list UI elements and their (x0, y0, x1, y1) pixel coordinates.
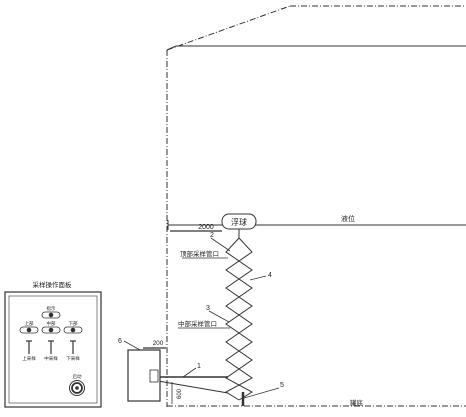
outlet-pipe: 1 (157, 363, 229, 394)
panel-outer-frame (4, 291, 102, 408)
middle-sample-port-label: 中部采样管口 (178, 319, 217, 328)
cabinet-port (149, 369, 159, 383)
anchor-leader (243, 387, 280, 399)
valve-selector-top[interactable]: 上部 (19, 320, 39, 334)
knob-label-bottom: 下采样 (66, 355, 80, 362)
callout-3: 3 (206, 305, 210, 312)
outlet-pipe-line-2 (157, 380, 229, 394)
knob-label-middle: 中采样 (44, 355, 58, 362)
valve-label-top: 上部 (25, 320, 34, 327)
operation-panel: 采样操作面板 指示 上部 中部 下部 (4, 280, 102, 408)
selector-switch-icon (63, 326, 83, 334)
upper-dimension-label: 2000 (198, 224, 214, 231)
float-label: 浮球 (231, 217, 247, 227)
flexible-sample-hose (224, 229, 254, 401)
panel-indicator-label: 指示 (47, 305, 56, 312)
panel-inner-frame (8, 295, 98, 404)
outlet-leader (182, 367, 197, 378)
callout-4: 4 (268, 272, 272, 279)
lower-dimension-label: 200 (153, 340, 164, 347)
sampling-cabinet: 6 200 600 (118, 338, 183, 404)
indicator-lamp-icon (41, 311, 61, 319)
hose-zigzag-b (225, 237, 254, 401)
cabinet-leader (123, 340, 141, 351)
valve-selector-middle[interactable]: 中部 (41, 320, 61, 334)
callout-6: 6 (118, 338, 122, 345)
pump-label: 启动 (73, 373, 82, 380)
middle-port-leader-slant (208, 310, 230, 323)
liquid-level-label: 液位 (341, 214, 355, 223)
top-sample-port-label: 顶部采样管口 (180, 249, 219, 258)
callout-2: 2 (210, 232, 214, 239)
tank-roof-left (166, 5, 291, 51)
callout-5: 5 (280, 382, 284, 389)
hose-zigzag-a (224, 237, 253, 401)
panel-title: 采样操作面板 (33, 280, 73, 289)
sample-knob-middle[interactable]: 中采样 (44, 340, 58, 362)
top-port-leader-slant (210, 237, 231, 252)
valve-label-middle: 中部 (47, 320, 56, 327)
sample-port-labels: 2 顶部采样管口 3 中部采样管口 4 (178, 232, 272, 329)
valve-selector-bottom[interactable]: 下部 (63, 320, 83, 334)
hose-leader (249, 275, 267, 281)
tank-bottom-label: 罐底 (350, 398, 364, 407)
pump-start-button[interactable]: 启动 (69, 373, 85, 396)
selector-switch-icon (41, 326, 61, 334)
knob-label-top: 上采样 (22, 355, 36, 362)
valve-label-bottom: 下部 (69, 320, 78, 327)
selector-switch-icon (19, 326, 39, 334)
rotary-dial-icon (69, 380, 85, 396)
callout-1: 1 (197, 363, 201, 370)
sample-knob-bottom[interactable]: 下采样 (66, 340, 80, 362)
bottom-anchor: 5 罐底 (241, 382, 364, 407)
knob-handle-icon (26, 340, 32, 354)
tank-roof-shoulder (166, 45, 177, 51)
tank-outline (166, 5, 466, 407)
liquid-level-group: 浮球 液位 (167, 213, 466, 230)
upper-dimension: 2000 (170, 224, 222, 232)
sample-knob-top[interactable]: 上采样 (22, 340, 36, 362)
knob-handle-icon (70, 340, 76, 354)
knob-handle-icon (48, 340, 54, 354)
vertical-dimension-label: 600 (177, 388, 183, 399)
